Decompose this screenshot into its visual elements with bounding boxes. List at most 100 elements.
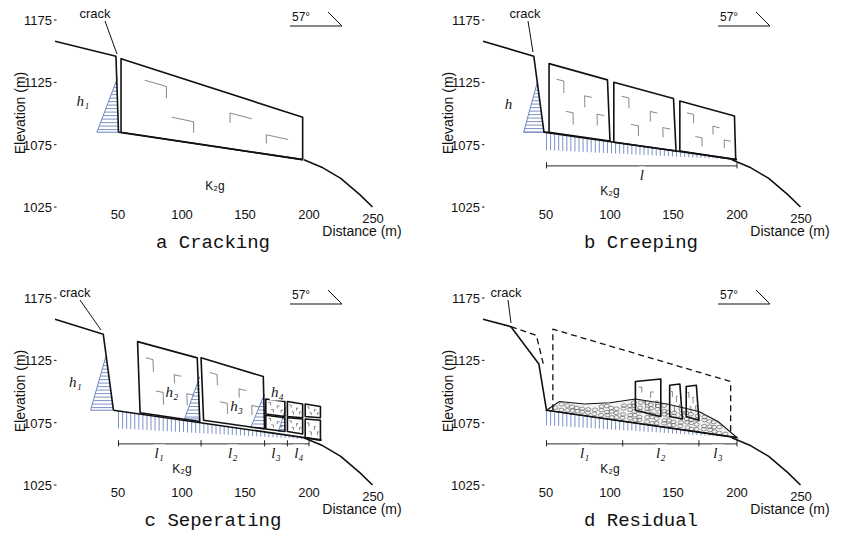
ground-surface: [483, 319, 547, 410]
rock-joint: [307, 407, 319, 415]
rock-joint: [671, 391, 680, 412]
rubble-clast: [694, 423, 699, 427]
axis-tick: [54, 298, 57, 299]
axis-tick: [482, 207, 485, 208]
rubble-clast: [654, 421, 659, 425]
rubble-clast: [702, 415, 707, 419]
water-pressure-outline: [97, 79, 119, 133]
crack-label: crack: [490, 285, 521, 300]
tick-label: 1125: [452, 75, 480, 90]
tick-label: 1175: [24, 291, 52, 306]
rock-block: [670, 384, 683, 419]
axis-title: Elevation (m): [440, 72, 456, 154]
sliding-surface: [113, 410, 321, 440]
rubble-clast: [614, 416, 619, 420]
rock-block: [266, 415, 285, 431]
leader-line: [508, 300, 511, 323]
ground-surface: [732, 438, 801, 485]
tick-label: 100: [599, 485, 621, 500]
dip-angle: 57°: [720, 288, 738, 302]
dimension-line: [547, 440, 738, 446]
height-label: h₂: [164, 383, 179, 400]
rubble-clast: [638, 406, 643, 410]
tick-label: 50: [539, 207, 553, 222]
height-label: h₄: [270, 383, 285, 400]
stratum-label: K₂g: [204, 179, 225, 193]
rock-block: [305, 419, 320, 440]
rubble-clast: [598, 413, 603, 417]
rock-joint: [289, 405, 301, 415]
dip-angle: 57°: [292, 10, 310, 24]
axis-tick: [482, 485, 485, 486]
ground-surface: [55, 319, 113, 410]
rubble-clast: [599, 405, 604, 409]
rock-block: [680, 101, 736, 160]
tick-label: 1025: [451, 200, 480, 215]
rock-block: [138, 342, 200, 422]
height-label: h: [504, 95, 514, 112]
rubble-clast: [599, 408, 604, 412]
axis-tick: [54, 422, 57, 423]
rubble-clast: [574, 406, 579, 410]
tick-label: 50: [539, 485, 553, 500]
tick-label: 150: [662, 207, 684, 222]
axis-tick: [482, 20, 485, 21]
panel-figure: [482, 12, 801, 207]
rubble-clast: [614, 407, 619, 411]
rock-block: [266, 399, 285, 416]
rubble-clast: [614, 411, 619, 415]
rock-block: [305, 404, 320, 418]
ground-surface: [304, 160, 373, 207]
tick-label: 150: [662, 485, 684, 500]
rubble-clast: [671, 420, 676, 424]
length-label: l₂: [227, 444, 238, 461]
crack-label: crack: [79, 6, 110, 21]
tick-label: 200: [726, 207, 748, 222]
rubble-clast: [559, 402, 564, 406]
height-label: h₁: [68, 373, 83, 390]
rubble-clast: [672, 411, 677, 415]
rubble-clast: [711, 420, 716, 424]
tick-label: 1125: [452, 353, 480, 368]
rubble-clast: [570, 409, 575, 413]
stratum-label: K₂g: [171, 462, 192, 476]
leader-line: [528, 21, 533, 52]
rock-block: [549, 64, 610, 141]
rubble-clast: [688, 412, 693, 416]
crack-label: crack: [59, 285, 90, 300]
axis-tick: [482, 360, 485, 361]
rock-joint: [268, 402, 283, 412]
rubble-clast: [654, 417, 659, 421]
axis-tick: [54, 144, 57, 145]
rubble-clast: [712, 430, 717, 434]
tick-label: 150: [234, 485, 256, 500]
tick-label: 1025: [451, 478, 480, 493]
tick-label: 1175: [452, 291, 480, 306]
rock-joint: [307, 423, 319, 436]
rubble-clast: [620, 413, 625, 417]
height-label: h₃: [229, 398, 244, 415]
rubble-clast: [609, 410, 614, 414]
leader-line: [80, 300, 101, 330]
tick-label: 250: [362, 211, 384, 226]
rubble-clast: [637, 415, 642, 419]
rock-joint: [688, 392, 697, 412]
axis-tick: [482, 82, 485, 83]
axis-tick: [54, 207, 57, 208]
axis-title: Distance (m): [750, 223, 829, 239]
rock-block: [287, 418, 302, 434]
sliding-surface: [547, 410, 738, 437]
tick-label: 150: [234, 207, 256, 222]
stratum-label: K₂g: [599, 462, 620, 476]
length-label: l: [639, 166, 645, 183]
tick-label: 1025: [23, 478, 52, 493]
tick-label: 100: [171, 485, 193, 500]
rock-joint: [268, 418, 283, 428]
tick-label: 1175: [452, 13, 480, 28]
ground-surface: [483, 41, 549, 132]
rubble-clast: [694, 427, 699, 431]
axis-title: Distance (m): [322, 501, 401, 517]
panel-caption: b Creeping: [584, 232, 698, 254]
tick-label: 250: [790, 489, 812, 504]
